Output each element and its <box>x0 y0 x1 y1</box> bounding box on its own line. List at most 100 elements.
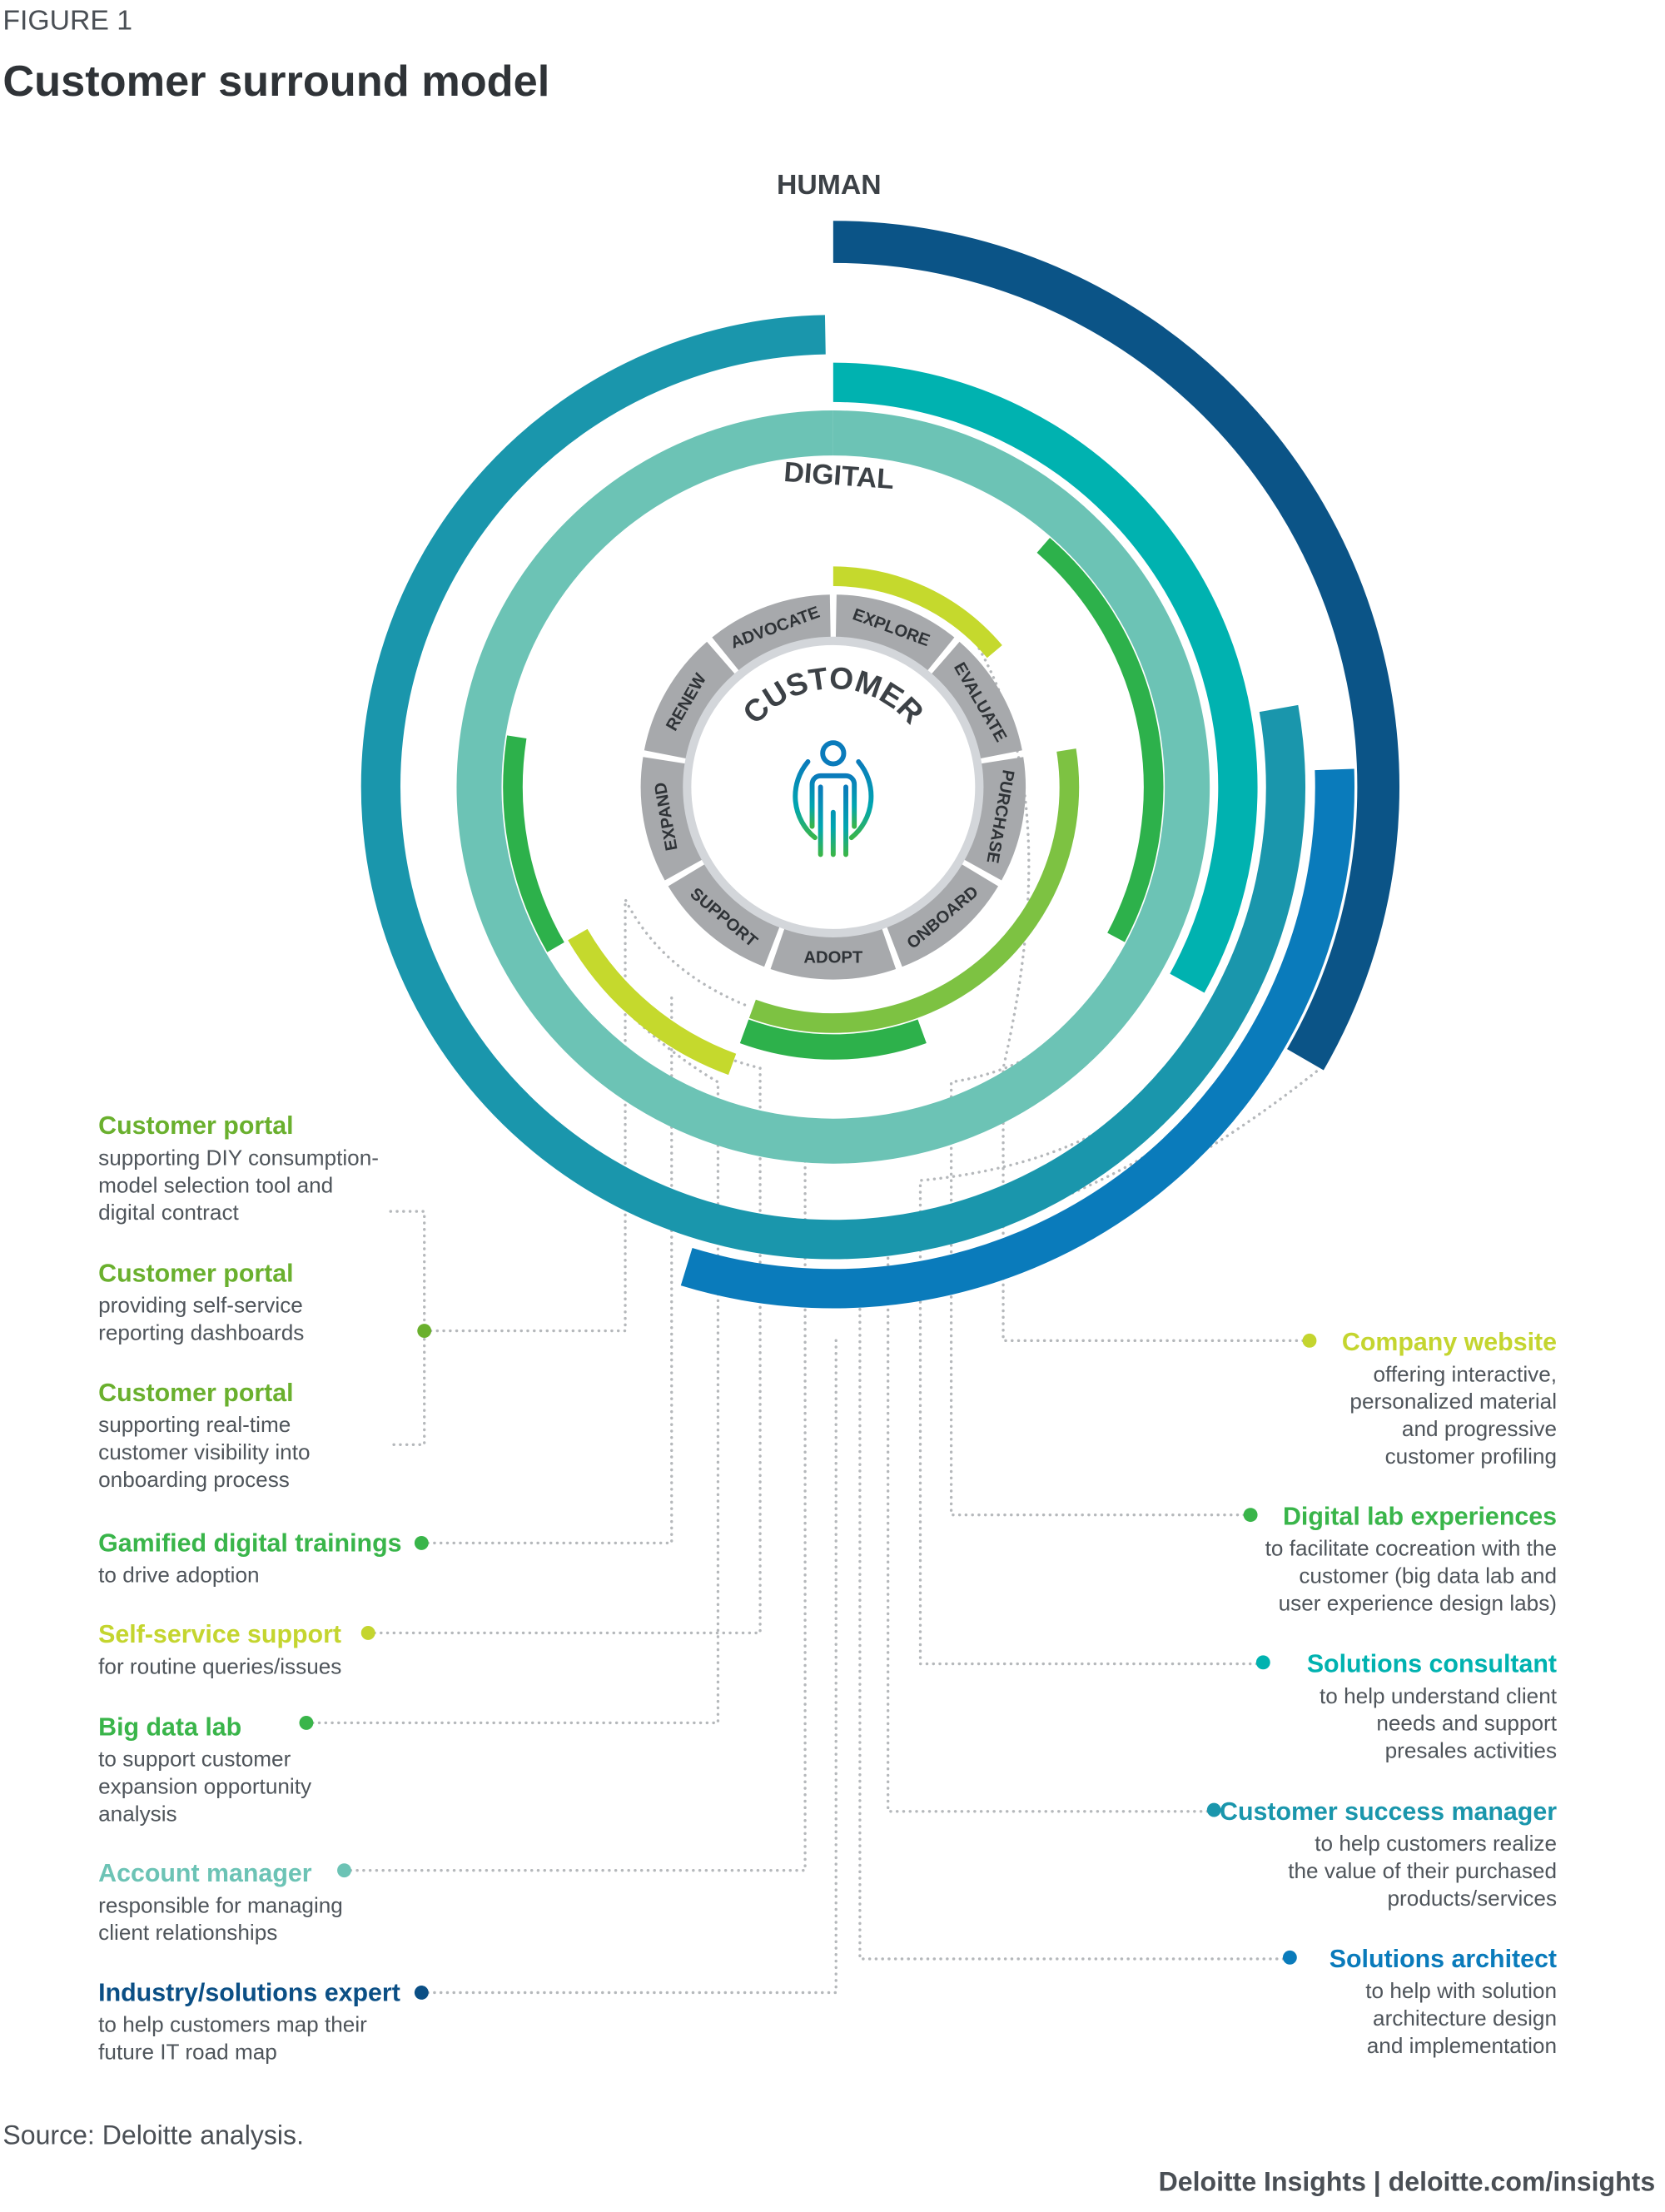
label-description: needs and support <box>1376 1711 1557 1736</box>
source-note: Source: Deloitte analysis. <box>2 2120 304 2150</box>
right-label-3: Customer success manager to help customer… <box>1206 1798 1558 1911</box>
label-description: reporting dashboards <box>98 1320 304 1345</box>
connector-dot <box>1302 1333 1317 1348</box>
label-description: offering interactive, <box>1374 1361 1558 1386</box>
label-description: architecture design <box>1373 2006 1557 2031</box>
left-label-6: Account manager responsible for managing c… <box>98 1860 351 1945</box>
leader-line <box>420 1333 837 1995</box>
digital-ring <box>456 410 1210 1164</box>
stage-segment[interactable] <box>644 641 738 760</box>
label-description: supporting real-time <box>98 1412 291 1437</box>
page-title: Customer surround model <box>2 57 549 106</box>
right-label-2: Solutions consultant to help understand c… <box>1255 1651 1558 1763</box>
label-description: to help customers map their <box>98 2012 367 2037</box>
label-title: Customer portal <box>98 1112 293 1140</box>
stage-segment[interactable] <box>640 757 705 881</box>
label-description: to help customers realize <box>1315 1831 1557 1856</box>
surround-rings <box>360 221 1399 1309</box>
label-description: personalized material <box>1349 1389 1557 1414</box>
brand-footer[interactable]: Deloitte Insights | deloitte.com/insight… <box>1159 2166 1656 2196</box>
leader-line <box>886 1094 1238 1813</box>
label-description: responsible for managing <box>98 1892 343 1917</box>
consultant-arc <box>832 362 1258 993</box>
label-description: to help understand client <box>1320 1683 1558 1708</box>
customer-core <box>683 636 984 937</box>
label-description: client relationships <box>98 1920 277 1945</box>
label-title: Self-service support <box>98 1621 341 1648</box>
stage-segment[interactable] <box>962 757 1026 881</box>
right-label-4: Solutions architect to help with solution… <box>1282 1946 1557 2058</box>
leader-line <box>342 1144 807 1872</box>
label-title: Customer success manager <box>1220 1798 1557 1826</box>
leader-line <box>423 898 747 1333</box>
label-description: the value of their purchased <box>1288 1858 1557 1883</box>
label-description: onboarding process <box>98 1467 290 1492</box>
connector-dot <box>1255 1655 1270 1670</box>
label-description: providing self-service <box>98 1293 303 1318</box>
figure-label: FIGURE 1 <box>2 5 132 37</box>
label-description: and implementation <box>1367 2033 1557 2058</box>
self-service-arc <box>568 928 737 1076</box>
digital-ring-label: DIGITAL <box>783 456 895 495</box>
relationship-arc <box>360 315 1305 1260</box>
stage-segment[interactable] <box>770 926 897 980</box>
label-description: future IT road map <box>98 2040 277 2065</box>
label-title: Digital lab experiences <box>1283 1503 1557 1530</box>
left-label-7: Industry/solutions expert to help custome… <box>98 1980 429 2065</box>
leader-line <box>389 1210 426 1446</box>
stage-segment[interactable] <box>712 594 832 674</box>
connector-dot <box>417 1324 432 1338</box>
label-description: expansion opportunity <box>98 1774 312 1799</box>
support-arc <box>680 768 1355 1309</box>
label-description: to facilitate cocreation with the <box>1265 1536 1557 1561</box>
label-title: Account manager <box>98 1860 312 1887</box>
label-description: model selection tool and <box>98 1172 333 1197</box>
label-title: Customer portal <box>98 1379 293 1407</box>
connector-dot <box>1282 1950 1297 1965</box>
label-title: Solutions consultant <box>1307 1651 1557 1678</box>
label-description: digital contract <box>98 1200 239 1225</box>
stage-label-adopt: ADOPT <box>803 948 863 967</box>
stage-segment[interactable] <box>885 862 999 967</box>
label-description: analysis <box>98 1802 177 1827</box>
left-label-3: Gamified digital trainings to drive adopt… <box>98 1530 429 1588</box>
leader-line <box>420 996 673 1545</box>
leader-line <box>305 968 720 1725</box>
label-description: customer (big data lab and <box>1299 1563 1557 1588</box>
label-title: Big data lab <box>98 1714 241 1742</box>
human-arc <box>832 221 1399 1071</box>
label-title: Industry/solutions expert <box>98 1980 400 2007</box>
left-label-1: Customer portal providing self-servicerep… <box>98 1260 432 1345</box>
leader-line <box>967 631 1311 1343</box>
label-description: to help with solution <box>1365 1978 1557 2003</box>
label-description: user experience design labs) <box>1279 1590 1557 1615</box>
label-description: customer visibility into <box>98 1439 310 1464</box>
stage-segment[interactable] <box>835 594 955 674</box>
label-title: Solutions architect <box>1330 1946 1557 1973</box>
leader-line <box>366 982 762 1635</box>
connector-dot <box>1243 1508 1258 1523</box>
connector-dot <box>337 1863 351 1878</box>
label-description: to drive adoption <box>98 1563 259 1588</box>
label-description: products/services <box>1388 1886 1558 1911</box>
label-description: and progressive <box>1402 1416 1557 1441</box>
label-title: Gamified digital trainings <box>98 1530 401 1558</box>
website-arc <box>832 566 1002 659</box>
portal-arc <box>748 748 1080 1033</box>
person-icon <box>793 740 874 857</box>
stage-segment[interactable] <box>929 641 1022 760</box>
label-title: Customer portal <box>98 1260 293 1287</box>
left-label-2: Customer portal supporting real-timecusto… <box>98 1379 310 1492</box>
human-ring-label: HUMAN <box>777 169 882 201</box>
label-description: customer profiling <box>1385 1444 1557 1469</box>
adoption-arc <box>739 1019 927 1060</box>
label-description: presales activities <box>1385 1738 1557 1763</box>
right-label-1: Digital lab experiences to facilitate coc… <box>1243 1503 1557 1615</box>
digital-lab-arc <box>1036 538 1164 942</box>
stage-segment[interactable] <box>668 862 781 967</box>
connector-dot <box>1206 1802 1221 1817</box>
